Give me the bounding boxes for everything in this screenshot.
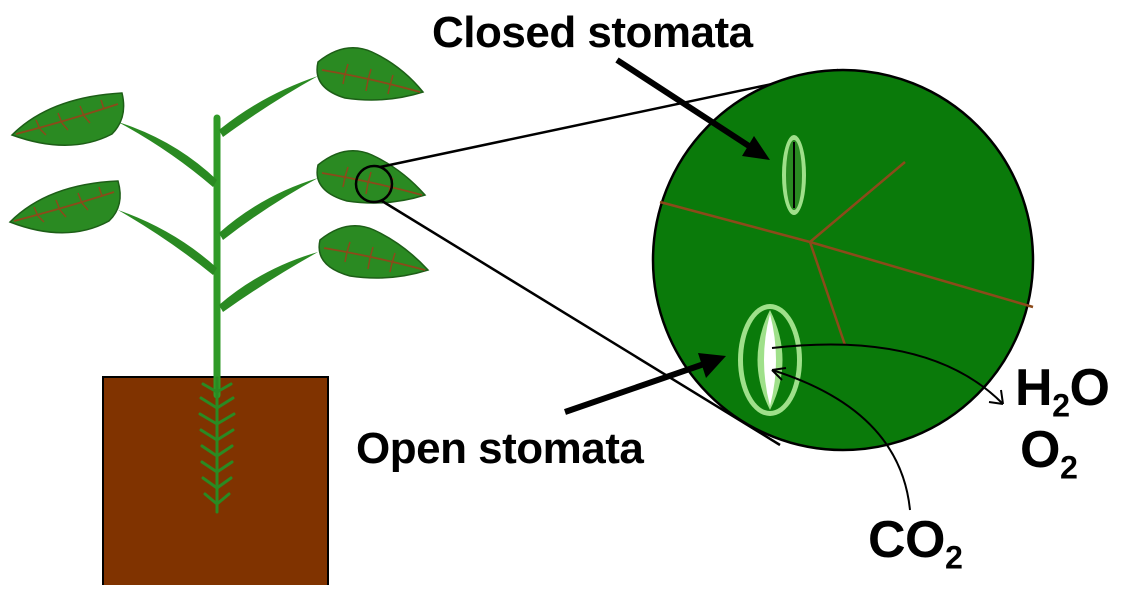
leaf-upper-left [12,93,124,145]
magnified-leaf-circle [653,70,1033,450]
co2-label: CO2 [868,510,962,570]
h2o-label: H2O [1015,358,1109,418]
open-stomata-label: Open stomata [356,424,643,474]
closed-stomata-label: Closed stomata [432,8,753,58]
leaf-middle-right [317,151,425,203]
leaf-lower-left [10,181,120,233]
leaf-top-right [317,48,423,100]
leaf-bottom-right [319,226,428,278]
open-stoma [738,304,802,416]
closed-stoma [782,135,806,215]
o2-label: O2 [1020,420,1077,480]
